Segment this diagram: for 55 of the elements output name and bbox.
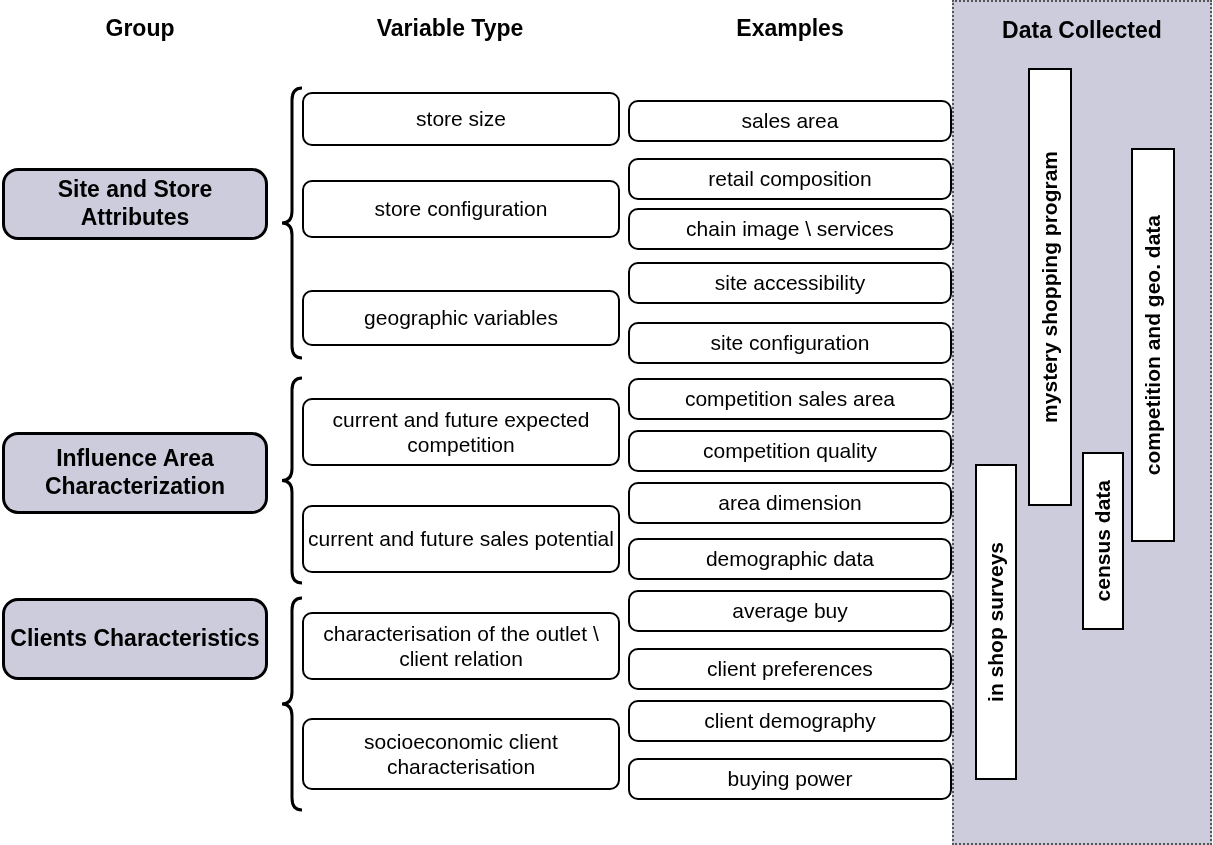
example-box xyxy=(628,430,952,472)
example-box xyxy=(628,482,952,524)
box-label: average buy xyxy=(732,598,848,624)
variable-type-box xyxy=(302,180,620,238)
variable-type-box xyxy=(302,398,620,466)
example-box xyxy=(628,322,952,364)
box-label: competition quality xyxy=(703,438,877,464)
box-label: sales area xyxy=(741,108,839,134)
box-label: competition sales area xyxy=(684,386,896,412)
box-label: area dimension xyxy=(718,490,862,516)
data-source-bar: census data xyxy=(1082,452,1124,630)
variable-type-box xyxy=(302,612,620,680)
example-box xyxy=(628,590,952,632)
group-box xyxy=(2,432,268,514)
example-box xyxy=(628,758,952,800)
box-label: store configuration xyxy=(374,196,548,222)
variable-type-box xyxy=(302,505,620,573)
box-label: client demography xyxy=(704,708,876,734)
example-box xyxy=(628,262,952,304)
box-label: socioeconomic client characterisation xyxy=(363,728,559,780)
panel-heading: Data Collected xyxy=(1002,17,1162,45)
column-header: Group xyxy=(105,15,175,42)
column-header: Variable Type xyxy=(376,15,524,42)
example-box xyxy=(628,208,952,250)
box-label: buying power xyxy=(727,766,853,792)
box-label: retail composition xyxy=(708,166,872,192)
example-box xyxy=(628,100,952,142)
box-label: Clients Characteristics xyxy=(10,625,260,653)
example-box xyxy=(628,378,952,420)
data-collected-panel xyxy=(952,0,1212,845)
box-label: demographic data xyxy=(705,546,875,572)
box-label: Influence Area Characterization xyxy=(43,445,227,501)
example-box xyxy=(628,648,952,690)
box-label: site configuration xyxy=(710,330,870,356)
column-header: Examples xyxy=(736,15,844,42)
variable-type-box xyxy=(302,92,620,146)
example-box xyxy=(628,700,952,742)
box-label: characterisation of the outlet \ client relation xyxy=(322,620,600,672)
group-box xyxy=(2,598,268,680)
group-box xyxy=(2,168,268,240)
variable-type-box xyxy=(302,290,620,346)
data-source-bar: in shop surveys xyxy=(975,464,1017,780)
box-label: client preferences xyxy=(707,656,873,682)
data-source-bar: mystery shopping program xyxy=(1028,68,1072,506)
data-source-bar: competition and geo. data xyxy=(1131,148,1175,542)
example-box xyxy=(628,158,952,200)
box-label: current and future expected competition xyxy=(331,406,591,458)
variable-type-box xyxy=(302,718,620,790)
example-box xyxy=(628,538,952,580)
box-label: store size xyxy=(416,106,506,132)
box-label: current and future sales potential xyxy=(308,526,614,552)
box-label: site accessibility xyxy=(714,270,866,296)
box-label: Site and Store Attributes xyxy=(56,176,214,232)
box-label: geographic variables xyxy=(364,305,558,331)
box-label: chain image \ services xyxy=(686,216,894,242)
